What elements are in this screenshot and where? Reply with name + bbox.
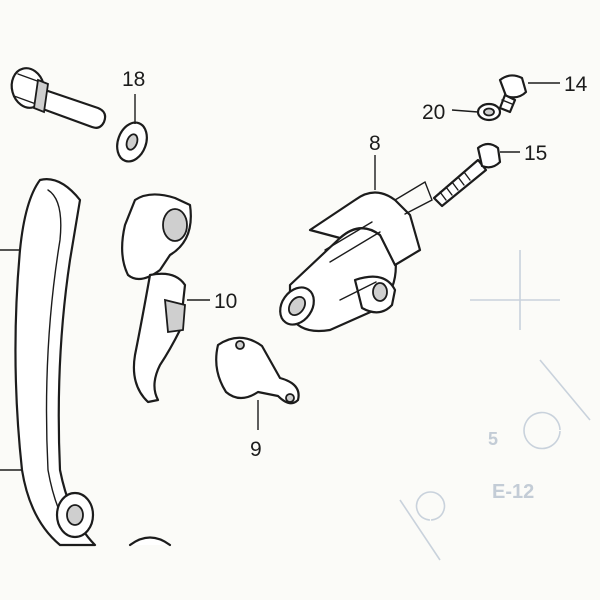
- background-print-through: 5 E-12: [399, 250, 591, 561]
- callout-14: 14: [564, 73, 588, 96]
- washer-18: [116, 121, 148, 163]
- callout-9: 9: [250, 438, 262, 461]
- background-ref-e12: E-12: [492, 481, 534, 503]
- callout-20: 20: [422, 101, 445, 124]
- washer-20: [476, 102, 502, 122]
- leader-lines: [134, 82, 560, 430]
- tensioner-lifter: [279, 180, 433, 333]
- lifter-bracket: [121, 193, 192, 404]
- callout-8: 8: [369, 132, 381, 155]
- background-number-5: 5: [488, 429, 498, 449]
- callout-10: 10: [214, 290, 237, 313]
- bolt-14: [498, 74, 528, 114]
- callout-15: 15: [524, 142, 547, 165]
- flange-bolt-15: [432, 142, 502, 208]
- tensioner-arm: [0, 178, 172, 547]
- gasket: [215, 336, 300, 405]
- pivot-bolt: [10, 67, 107, 129]
- callout-18: 18: [122, 68, 145, 91]
